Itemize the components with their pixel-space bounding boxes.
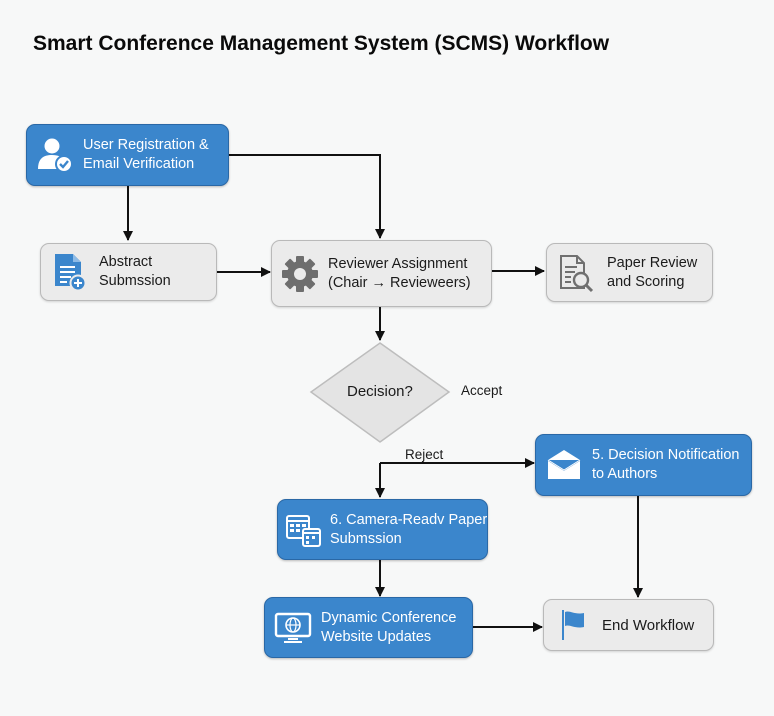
node-reviewer-assignment[interactable]: Reviewer Assignment(Chair → Revieweers): [271, 240, 492, 307]
user-check-icon: [27, 137, 83, 173]
flag-icon: [544, 608, 602, 642]
node-label: Reviewer Assignment(Chair → Revieweers): [328, 255, 471, 291]
edge-registration-reviewer: [229, 154, 385, 239]
document-search-icon: [547, 253, 607, 293]
node-user-registration[interactable]: User Registration &Email Verification: [26, 124, 229, 186]
node-label: User Registration &Email Verification: [83, 137, 209, 172]
decision-label: Decision?: [347, 383, 413, 400]
accept-label: Accept: [461, 383, 503, 398]
decision-diamond: [309, 342, 451, 443]
diagram-title: Smart Conference Management System (SCMS…: [33, 32, 610, 55]
calendar-icon: [278, 511, 330, 549]
node-label: End Workflow: [602, 616, 695, 634]
gear-icon: [272, 255, 328, 293]
document-add-icon: [41, 252, 99, 292]
reject-label: Reject: [405, 447, 444, 462]
envelope-icon: [536, 448, 592, 482]
node-end-workflow[interactable]: End Workflow: [543, 599, 714, 651]
monitor-globe-icon: [265, 611, 321, 645]
